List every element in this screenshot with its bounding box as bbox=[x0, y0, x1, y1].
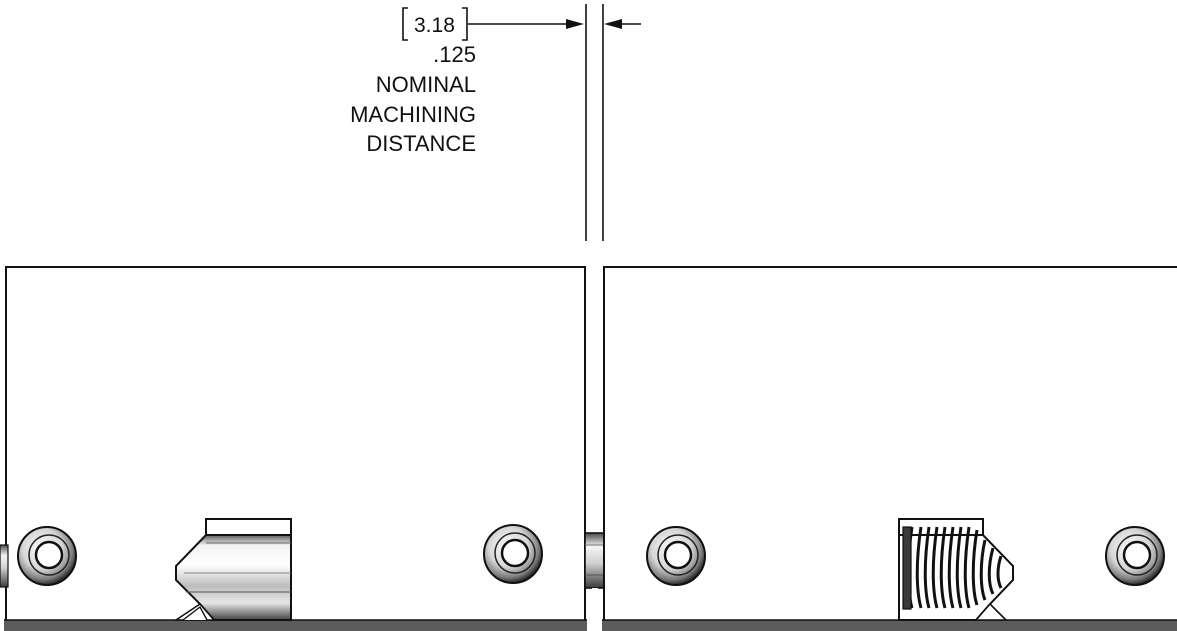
dimension-arrow-left bbox=[566, 19, 584, 29]
note-line-2: MACHINING bbox=[350, 102, 476, 127]
countersunk-hole-right-2 bbox=[1105, 526, 1165, 586]
hinge-leaf-left bbox=[0, 266, 587, 631]
hinge-pin bbox=[584, 532, 605, 624]
hinge-knuckle-left bbox=[173, 518, 292, 621]
countersunk-hole-left-2 bbox=[483, 524, 543, 584]
dimension-imperial-value: .125 bbox=[433, 42, 476, 67]
hinge-leaf-right bbox=[602, 266, 1177, 631]
dimension-metric-value: 3.18 bbox=[414, 14, 455, 37]
dimension-callout: 3.18 .125 NOMINAL MACHINING DISTANCE bbox=[350, 4, 641, 241]
countersunk-hole-left-1 bbox=[17, 526, 77, 586]
note-line-1: NOMINAL bbox=[376, 72, 476, 97]
note-line-3: DISTANCE bbox=[366, 131, 476, 156]
spring-knuckle bbox=[898, 518, 1014, 621]
countersunk-hole-right-1 bbox=[646, 526, 706, 586]
dimension-bracket-left bbox=[402, 7, 408, 41]
dimension-arrow-right bbox=[604, 19, 622, 29]
dimension-bracket-right bbox=[462, 7, 468, 41]
